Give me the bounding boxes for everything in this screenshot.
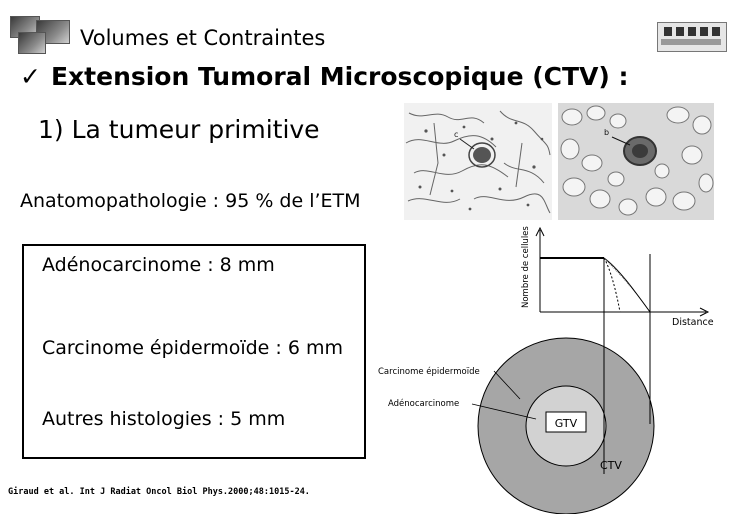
anatomopathology-line: Anatomopathologie : 95 % de l’ETM <box>20 190 361 212</box>
histology-item-other: Autres histologies : 5 mm <box>42 408 286 430</box>
institution-building-logo-icon <box>657 22 727 52</box>
subheading: 1) La tumeur primitive <box>38 115 320 144</box>
ctv-schematic: GTV CTV Carcinome épidermoïde Adénocarci… <box>378 226 714 514</box>
micrograph-left-image: c <box>404 103 552 220</box>
micrograph-right-image: b <box>558 103 714 220</box>
gtv-label: GTV <box>555 417 578 430</box>
section-title: Extension Tumoral Microscopique (CTV) : <box>50 62 629 91</box>
micrograph-right-label: b <box>604 128 609 137</box>
middle-ring-label: Adénocarcinome <box>388 398 459 409</box>
micrograph-left-label: c <box>454 130 458 139</box>
radiotherapy-photo-logo-icon <box>10 16 70 54</box>
citation: Giraud et al. Int J Radiat Oncol Biol Ph… <box>8 487 310 497</box>
header-title: Volumes et Contraintes <box>80 26 326 50</box>
ctv-label: CTV <box>600 459 622 472</box>
chart-xlabel: Distance <box>672 317 714 328</box>
histology-item-squamous: Carcinome épidermoïde : 6 mm <box>42 337 343 359</box>
checkmark-icon: ✓ <box>20 62 41 91</box>
outer-ring-label: Carcinome épidermoïde <box>378 366 480 377</box>
section-heading: ✓ Extension Tumoral Microscopique (CTV) : <box>20 62 629 91</box>
gtv-box <box>545 411 587 433</box>
chart-ylabel: Nombre de cellules <box>521 226 531 308</box>
histology-margins-box: Adénocarcinome : 8 mm Carcinome épidermo… <box>22 244 366 459</box>
histology-item-adenocarcinoma: Adénocarcinome : 8 mm <box>42 254 275 276</box>
